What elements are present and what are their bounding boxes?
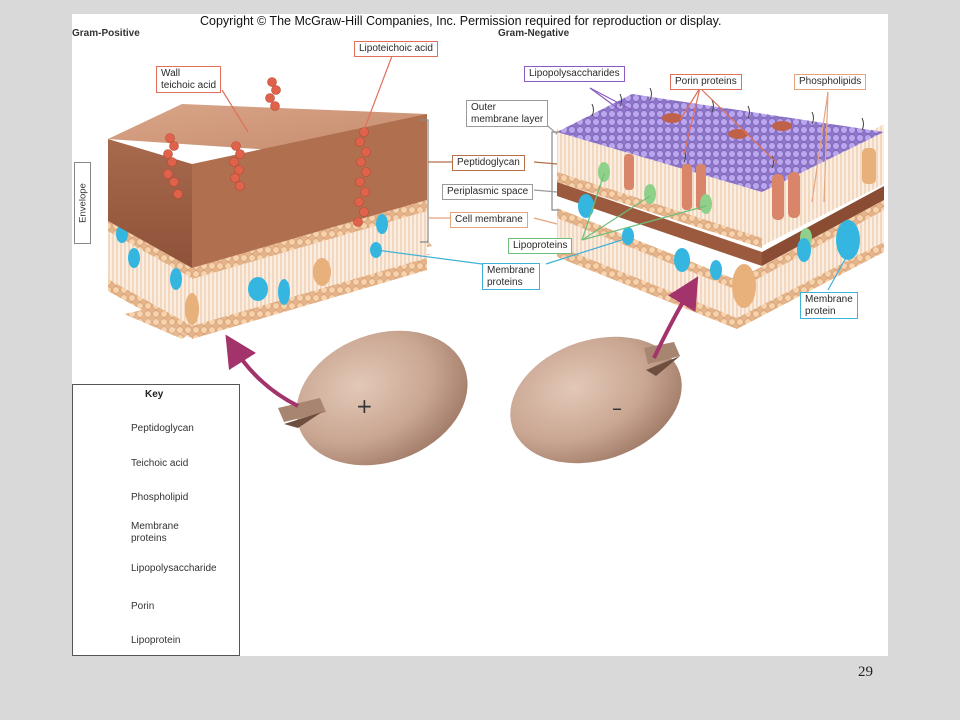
lipoproteins-label: Lipoproteins: [508, 238, 573, 254]
gp-membrane-protein: [128, 248, 140, 268]
gram-negative-heading: Gram-Negative: [498, 28, 570, 39]
gram-negative-arrow: [652, 276, 699, 359]
gram-positive-cell: [278, 330, 468, 466]
key-item-phospholipid: Phospholipid: [131, 492, 189, 503]
gp-membrane-protein: [248, 277, 268, 301]
gn-lps-surface: [557, 94, 884, 192]
gp-membrane-protein: [185, 293, 199, 325]
gn-outer-membrane-front: [557, 129, 762, 246]
key-item-lipopolysaccharide: Lipopolysaccharide: [131, 563, 217, 574]
gp-teichoic-acid-chains: [163, 77, 371, 227]
key-item-teichoic-acid: Teichoic acid: [131, 458, 189, 469]
gp-membrane-side: [192, 204, 427, 339]
gp-membrane-protein: [376, 214, 388, 234]
gn-porins: [624, 113, 876, 220]
periplasmic-space-label: Periplasmic space: [442, 184, 534, 200]
gp-membrane-protein: [170, 268, 182, 290]
gn-membrane-proteins: [578, 194, 860, 308]
key-title: Key: [145, 389, 164, 400]
gn-peptidoglycan-front: [557, 182, 762, 266]
key-item-porin: Porin: [131, 601, 155, 612]
gp-membrane-side-heads-top: [192, 200, 427, 279]
gp-membrane-protein: [278, 279, 290, 305]
gram-positive-wall: [107, 77, 432, 339]
positive-sign: +: [356, 394, 373, 418]
cell-wall-illustration: [82, 55, 884, 649]
key-item-membrane-proteins: Membrane proteins: [131, 521, 179, 544]
key-legend: Key Peptidoglycan Teichoic acid Phosphol…: [72, 384, 240, 656]
wall-teichoic-acid-label: Wall teichoic acid: [156, 66, 222, 93]
copyright-notice: Copyright © The McGraw-Hill Companies, I…: [200, 14, 722, 28]
gram-negative-wall: [551, 87, 884, 329]
outer-membrane-layer-label: Outer membrane layer: [466, 100, 549, 127]
lipopolysaccharides-label: Lipopolysaccharides: [524, 66, 625, 82]
figure-panel: Copyright © The McGraw-Hill Companies, I…: [72, 14, 888, 656]
negative-sign: –: [612, 396, 622, 420]
gn-cell-membrane-front-heads: [557, 208, 737, 290]
gp-membrane-protein: [313, 258, 331, 286]
gram-negative-cell: [510, 336, 682, 464]
porin-proteins-label: Porin proteins: [670, 74, 742, 90]
key-item-lipoprotein: Lipoprotein: [131, 635, 181, 646]
lipoteichoic-acid-label: Lipoteichoic acid: [354, 41, 438, 57]
cell-membrane-label: Cell membrane: [450, 212, 528, 228]
gp-membrane-front-heads-top: [108, 221, 192, 278]
key-item-peptidoglycan: Peptidoglycan: [131, 423, 194, 434]
gn-cell-membrane-heads-bottom: [737, 242, 884, 329]
page-number: 29: [858, 664, 873, 680]
gram-positive-heading: Gram-Positive: [72, 28, 140, 39]
gp-right-bracket: [420, 119, 429, 243]
membrane-protein-label: Membrane protein: [800, 292, 858, 319]
gram-positive-arrow: [225, 334, 299, 408]
membrane-proteins-label: Membrane proteins: [482, 263, 540, 290]
envelope-label: Envelope: [74, 162, 91, 244]
leader-lines: [221, 55, 849, 291]
peptidoglycan-label: Peptidoglycan: [452, 155, 525, 171]
gn-peptidoglycan-side: [762, 186, 884, 266]
gp-membrane-front-heads-bottom: [108, 279, 192, 338]
gp-membrane-side-heads-bottom: [192, 258, 427, 339]
gn-outer-membrane-front-heads: [557, 172, 762, 248]
phospholipids-label: Phospholipids: [794, 74, 867, 90]
